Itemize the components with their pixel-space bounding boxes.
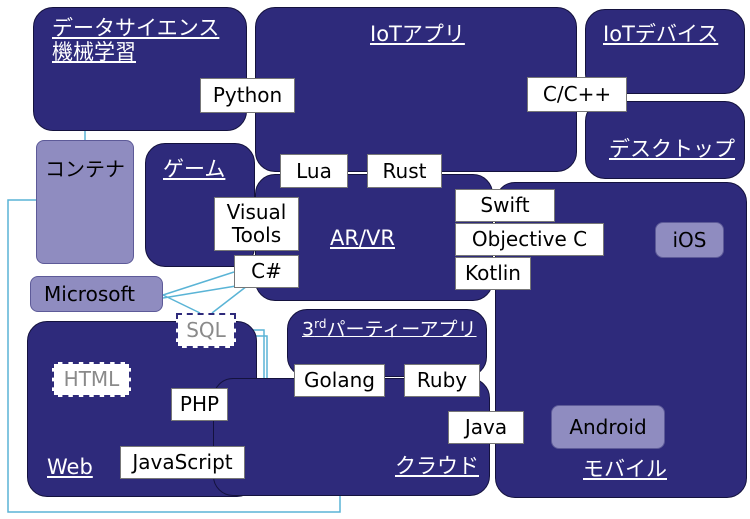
region-desktop	[585, 101, 745, 179]
lang-rust: Rust	[367, 154, 442, 188]
lang-ruby: Ruby	[404, 364, 480, 397]
lang-visual-tools: Visual Tools	[214, 197, 299, 251]
sql-csharp-link	[211, 285, 248, 314]
lang-php: PHP	[171, 388, 228, 421]
lang-sql: SQL	[176, 313, 236, 348]
visual-tools-line2: Tools	[231, 223, 282, 247]
region-label-desktop: デスクトップ	[609, 137, 735, 161]
lang-javascript: JavaScript	[120, 446, 245, 479]
lang-csharp: C#	[234, 255, 299, 288]
data-science-label-line2: 機械学習	[52, 40, 136, 65]
lang-html: HTML	[52, 362, 131, 397]
data-science-label-line1: データサイエンス	[52, 16, 220, 40]
platform-microsoft: Microsoft	[30, 276, 163, 312]
region-label-mobile: モバイル	[583, 457, 667, 481]
lang-lua: Lua	[280, 154, 348, 188]
region-label-game: ゲーム	[163, 157, 226, 181]
visual-tools-line1: Visual	[226, 200, 287, 224]
platform-ios: iOS	[655, 222, 724, 258]
region-cloud	[213, 378, 490, 496]
region-label-cloud: クラウド	[395, 454, 479, 478]
region-label-data-science: データサイエンス 機械学習	[52, 16, 219, 64]
lang-swift: Swift	[455, 189, 555, 222]
lang-c-cpp: C/C++	[527, 77, 627, 112]
region-label-iot-app: IoTアプリ	[370, 22, 465, 46]
third-party-label-sup: rd	[314, 317, 327, 331]
region-label-iot-device: IoTデバイス	[603, 22, 719, 46]
platform-android: Android	[551, 405, 665, 449]
third-party-label-base: 3	[302, 318, 315, 341]
region-label-web: Web	[47, 455, 93, 479]
platform-container: コンテナ	[36, 140, 134, 264]
microsoft-sql-link	[162, 294, 201, 314]
lang-golang: Golang	[294, 364, 385, 397]
region-label-third-party: 3rdパーティーアプリ	[302, 317, 477, 341]
microsoft-csharp-link-b	[162, 285, 237, 299]
lang-python: Python	[200, 78, 295, 113]
third-party-label-rest: パーティーアプリ	[326, 318, 477, 341]
lang-objective-c: Objective C	[455, 223, 604, 256]
lang-java: Java	[448, 411, 524, 444]
region-label-ar-vr: AR/VR	[330, 226, 395, 250]
lang-kotlin: Kotlin	[455, 257, 531, 290]
microsoft-csharp-link-a	[162, 271, 235, 296]
